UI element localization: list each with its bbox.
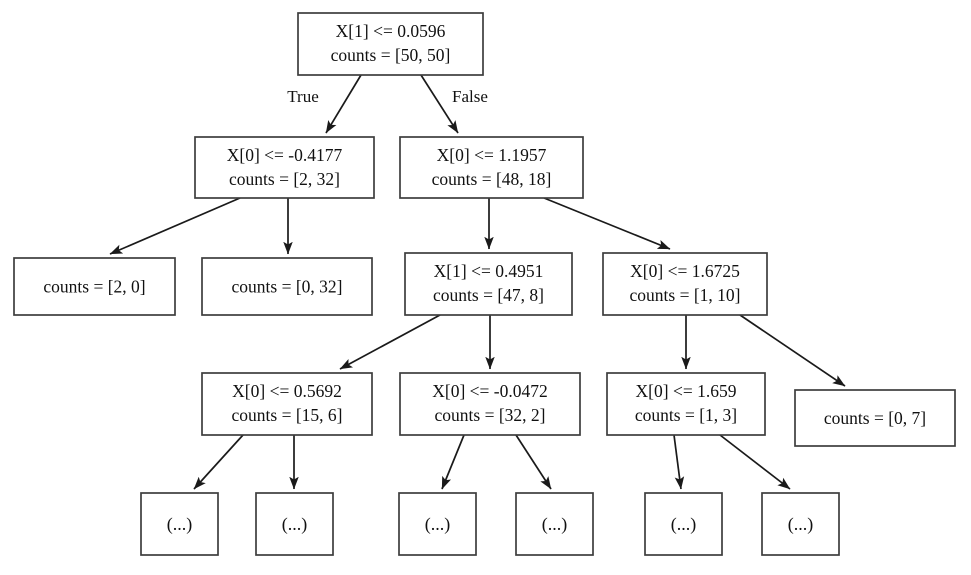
node-counts-label: counts = [0, 7]: [824, 408, 926, 428]
tree-node-n14[interactable]: (...): [515, 492, 594, 556]
node-condition-label: X[0] <= 1.1957: [437, 145, 547, 165]
node-counts-label: counts = [50, 50]: [331, 45, 451, 65]
node-box: [201, 257, 373, 316]
node-box: [140, 492, 219, 556]
node-box: [515, 492, 594, 556]
node-condition-label: X[1] <= 0.0596: [336, 21, 446, 41]
tree-edge-n1-n3: [109, 197, 241, 255]
node-counts-label: counts = [0, 32]: [232, 277, 343, 297]
node-box: [602, 252, 768, 316]
node-box: [13, 257, 176, 316]
node-counts-label: counts = [15, 6]: [232, 405, 343, 425]
tree-node-n4[interactable]: counts = [0, 32]: [201, 257, 373, 316]
edge-label-true: True: [287, 87, 319, 106]
tree-node-n8[interactable]: X[0] <= -0.0472 counts = [32, 2]: [399, 372, 581, 436]
nodes-layer: X[1] <= 0.0596 counts = [50, 50] X[0] <= -…: [13, 12, 956, 556]
node-box: [194, 136, 375, 199]
node-condition-label: X[0] <= 1.6725: [630, 261, 740, 281]
node-ellipsis-label: (...): [282, 514, 308, 535]
node-box: [794, 389, 956, 447]
node-condition-label: X[1] <= 0.4951: [434, 261, 544, 281]
node-box: [606, 372, 766, 436]
tree-node-n15[interactable]: (...): [644, 492, 723, 556]
tree-edge-n2-n6: [543, 197, 671, 250]
node-box: [297, 12, 484, 76]
node-condition-label: X[0] <= 0.5692: [232, 381, 342, 401]
node-box: [399, 136, 584, 199]
tree-node-n0[interactable]: X[1] <= 0.0596 counts = [50, 50]: [297, 12, 484, 76]
node-counts-label: counts = [2, 0]: [43, 277, 145, 297]
node-ellipsis-label: (...): [542, 514, 568, 535]
tree-node-n12[interactable]: (...): [255, 492, 334, 556]
tree-node-n7[interactable]: X[0] <= 0.5692 counts = [15, 6]: [201, 372, 373, 436]
node-box: [398, 492, 477, 556]
node-counts-label: counts = [2, 32]: [229, 169, 340, 189]
tree-node-n16[interactable]: (...): [761, 492, 840, 556]
node-condition-label: X[0] <= 1.659: [636, 381, 737, 401]
tree-node-n3[interactable]: counts = [2, 0]: [13, 257, 176, 316]
node-box: [255, 492, 334, 556]
node-condition-label: X[0] <= -0.0472: [432, 381, 548, 401]
tree-node-n5[interactable]: X[1] <= 0.4951 counts = [47, 8]: [404, 252, 573, 316]
node-ellipsis-label: (...): [788, 514, 814, 535]
tree-node-n11[interactable]: (...): [140, 492, 219, 556]
tree-edge-n8-n13: [441, 434, 465, 490]
tree-node-n6[interactable]: X[0] <= 1.6725 counts = [1, 10]: [602, 252, 768, 316]
tree-node-n13[interactable]: (...): [398, 492, 477, 556]
tree-edge-n9-n16: [719, 434, 791, 490]
tree-edge-n6-n10: [739, 314, 846, 387]
node-counts-label: counts = [1, 10]: [630, 285, 741, 305]
node-counts-label: counts = [1, 3]: [635, 405, 737, 425]
tree-node-n10[interactable]: counts = [0, 7]: [794, 389, 956, 447]
edges-layer: [109, 74, 846, 490]
tree-node-n1[interactable]: X[0] <= -0.4177 counts = [2, 32]: [194, 136, 375, 199]
tree-edge-n8-n14: [515, 434, 552, 490]
node-box: [761, 492, 840, 556]
node-box: [201, 372, 373, 436]
node-ellipsis-label: (...): [425, 514, 451, 535]
node-counts-label: counts = [48, 18]: [432, 169, 552, 189]
tree-edge-n9-n15: [673, 434, 685, 490]
tree-edge-n7-n11: [193, 434, 244, 490]
node-box: [404, 252, 573, 316]
edge-label-false: False: [452, 87, 488, 106]
node-ellipsis-label: (...): [671, 514, 697, 535]
tree-edge-n5-n7: [339, 314, 441, 370]
tree-node-n2[interactable]: X[0] <= 1.1957 counts = [48, 18]: [399, 136, 584, 199]
tree-edge-n0-n2: [420, 74, 459, 134]
tree-edge-n0-n1: [325, 74, 362, 134]
node-box: [644, 492, 723, 556]
node-counts-label: counts = [32, 2]: [435, 405, 546, 425]
node-box: [399, 372, 581, 436]
node-ellipsis-label: (...): [167, 514, 193, 535]
tree-node-n9[interactable]: X[0] <= 1.659 counts = [1, 3]: [606, 372, 766, 436]
node-counts-label: counts = [47, 8]: [433, 285, 544, 305]
edge-labels-layer: True False: [287, 87, 488, 106]
node-condition-label: X[0] <= -0.4177: [227, 145, 343, 165]
